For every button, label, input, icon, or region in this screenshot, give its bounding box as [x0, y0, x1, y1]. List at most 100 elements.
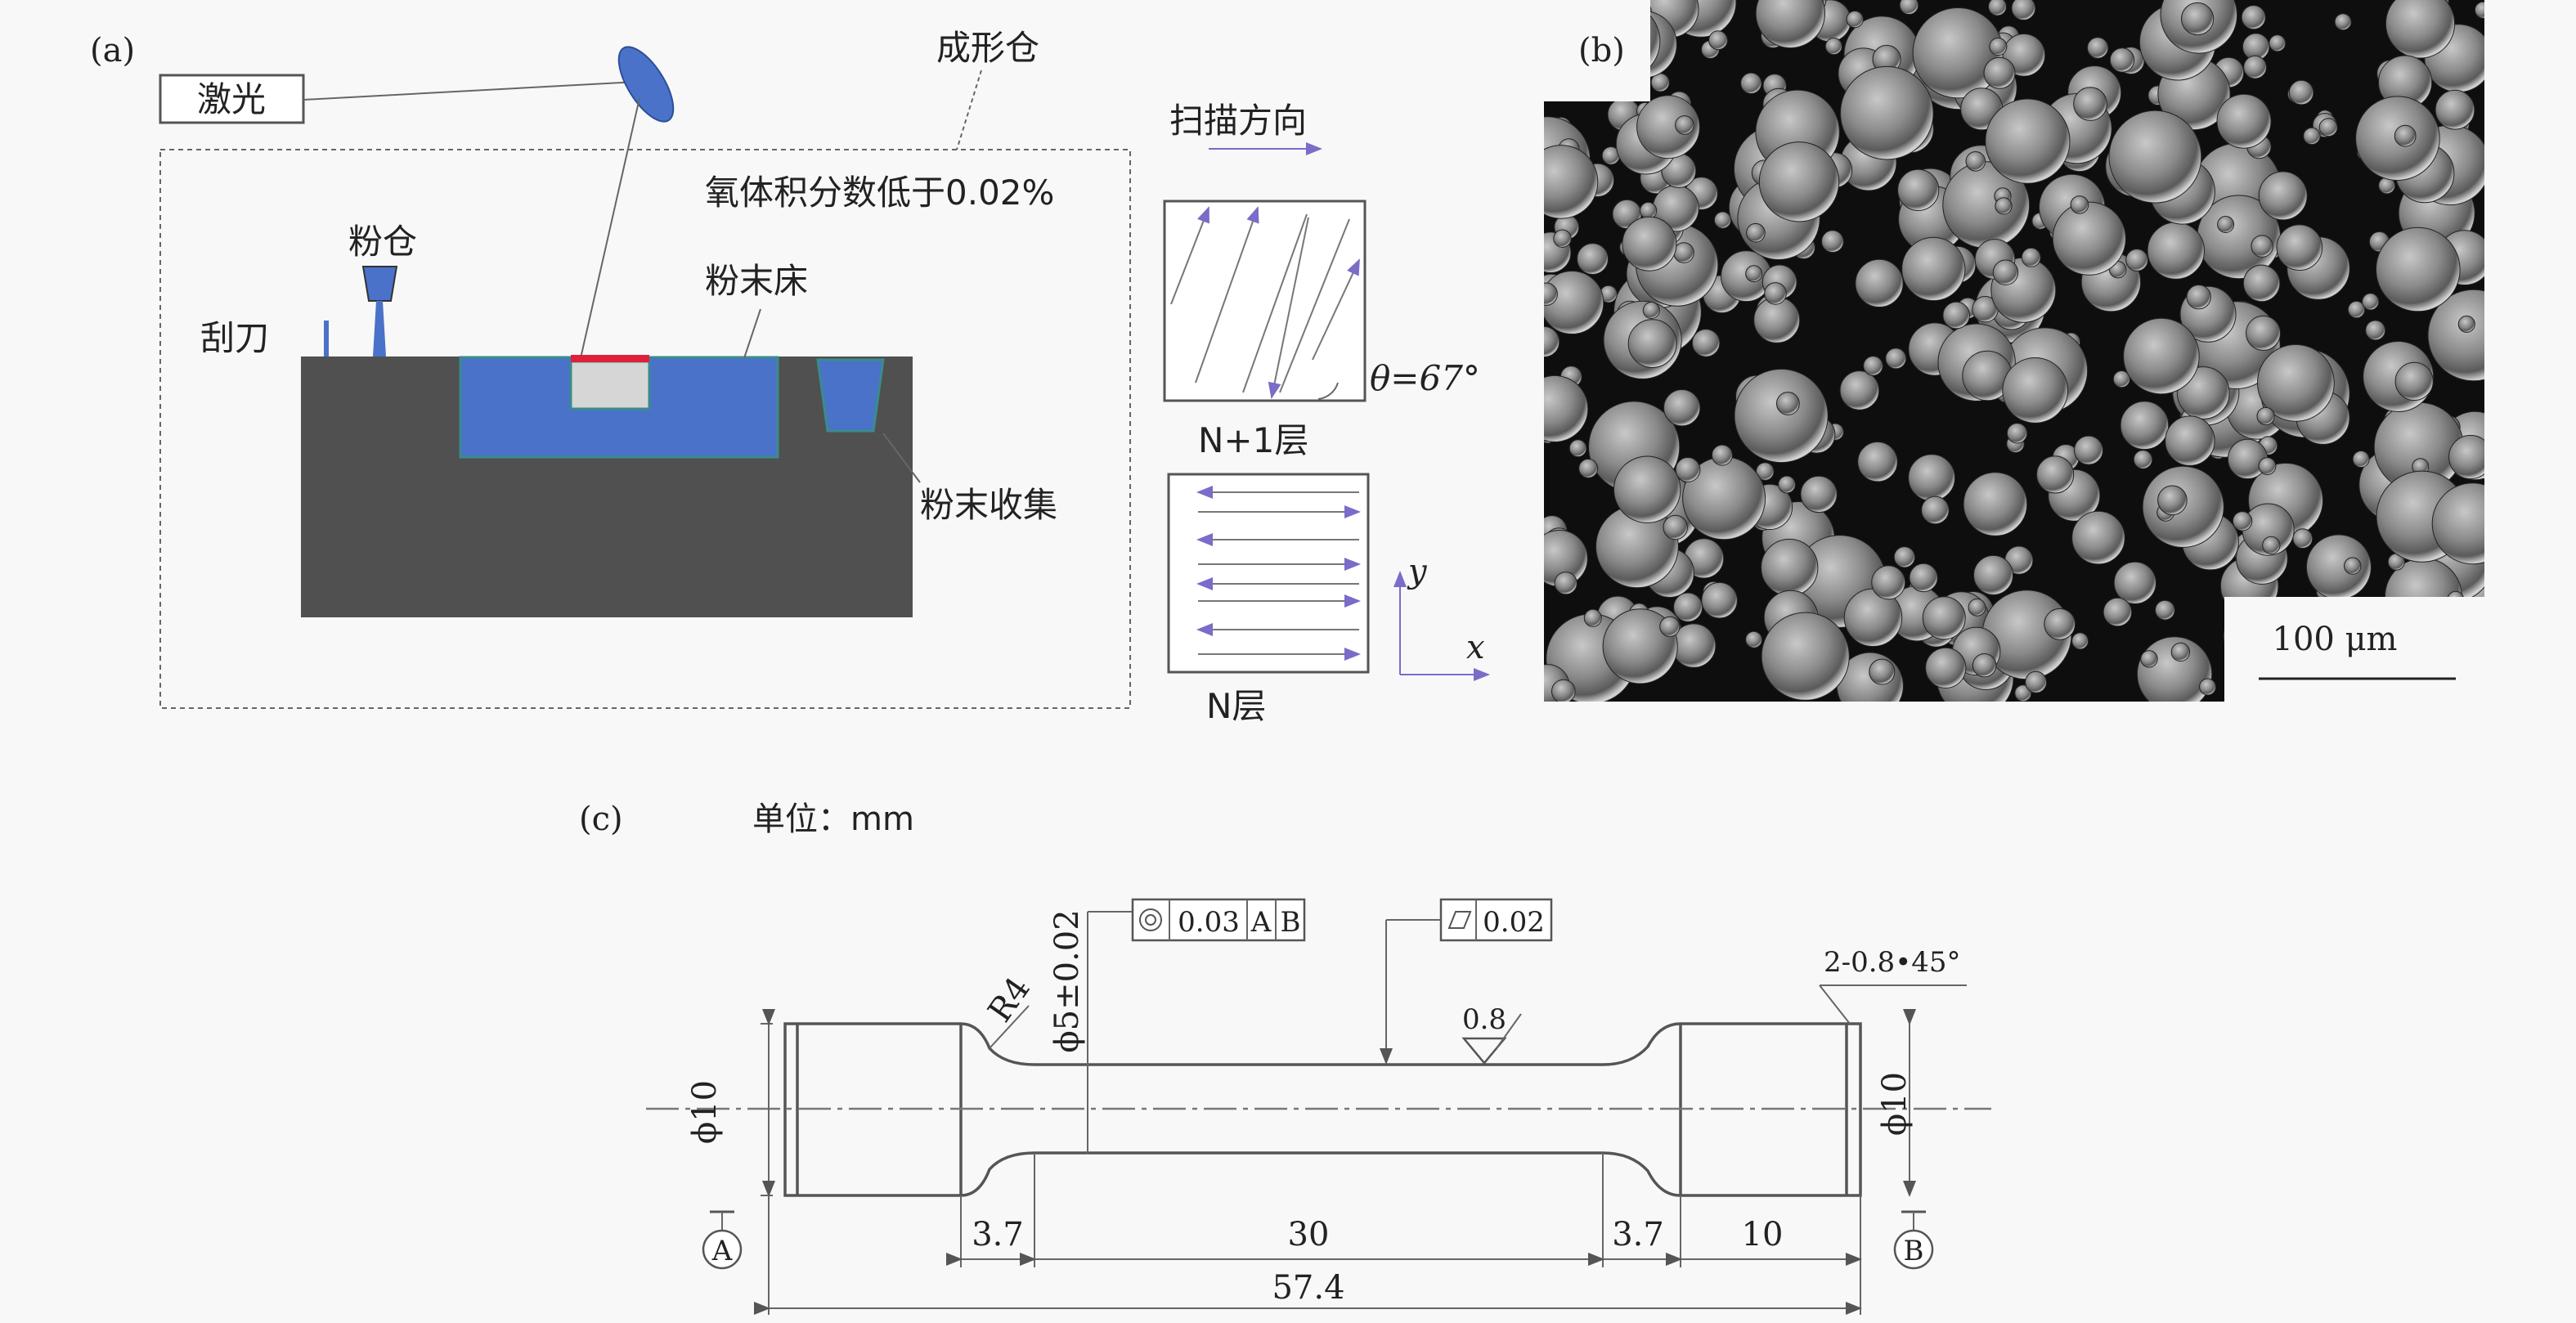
powder-particle	[1675, 457, 1701, 482]
layer-n-hatch	[1196, 486, 1361, 661]
dia-gauge-label: ϕ5±0.02	[1048, 909, 1086, 1052]
powder-bin-nozzle	[373, 301, 386, 357]
layer-n-box	[1167, 473, 1370, 674]
angle-label: θ=67°	[1370, 358, 1480, 398]
powder-particle	[1640, 201, 1658, 220]
powder-particle	[2157, 485, 2188, 516]
powder-particle	[1701, 581, 1738, 619]
powder-particle	[2108, 110, 2202, 204]
dia-left-label: ϕ10	[686, 1080, 724, 1144]
scale-bar-bg	[2224, 597, 2494, 711]
powder-particle	[1673, 242, 1694, 263]
powder-particle	[2087, 37, 2109, 59]
powder-particle	[1973, 554, 2013, 595]
powder-particle	[2394, 124, 2417, 147]
powder-particle	[1642, 302, 1660, 319]
powder-particle	[1734, 368, 1829, 464]
powder-particle	[1544, 325, 1560, 358]
powder-particle	[2318, 118, 2338, 137]
panel-a: (a) 激光 成形仓 氧体积分数低于0.02% 粉仓 刮刀 粉末床 粉末收集 扫…	[90, 28, 1490, 726]
powder-particle	[1995, 197, 2013, 215]
powder-particle	[2292, 528, 2313, 549]
powder-particle	[2025, 670, 2048, 693]
powder-particle	[1663, 389, 1701, 427]
powder-particle	[1544, 145, 1599, 219]
powder-particle	[2256, 406, 2275, 426]
layer-n-label: N层	[1206, 686, 1266, 726]
powder-particle	[2103, 597, 2133, 627]
layer-n1-hatch	[1170, 206, 1360, 399]
powder-particle	[2140, 650, 2158, 668]
powder-particle	[2006, 423, 2028, 444]
powder-bed-label: 粉末床	[705, 261, 808, 301]
powder-particle	[1673, 592, 1703, 622]
powder-particle	[1691, 329, 1721, 357]
layer-n1-label: N+1层	[1198, 420, 1308, 460]
powder-particle	[2227, 438, 2269, 480]
powder-particle	[1899, 0, 1919, 15]
dim-37-right: 3.7	[1612, 1216, 1664, 1253]
powder-particle	[2232, 511, 2253, 531]
powder-particle	[1855, 258, 1904, 307]
powder-particle	[1921, 496, 1950, 525]
roughness-value: 0.8	[1462, 1003, 1506, 1036]
powder-particle	[1554, 572, 1577, 595]
powder-particle	[2071, 510, 2125, 565]
powder-particle	[2165, 415, 2215, 466]
y-axis-label: y	[1407, 553, 1428, 590]
powder-particle	[1740, 72, 1762, 95]
powder-particle	[2052, 201, 2126, 276]
powder-particle	[2216, 93, 2272, 149]
powder-particle	[1602, 608, 1678, 684]
powder-particle	[1613, 455, 1681, 523]
scraper	[324, 321, 329, 357]
powder-particle	[2147, 222, 2206, 280]
dim-total: 57.4	[1272, 1269, 1344, 1307]
powder-particle	[1992, 259, 2019, 285]
powder-particle	[2113, 561, 2156, 604]
powder-particle	[2002, 357, 2069, 424]
powder-particle	[1871, 565, 1906, 600]
powder-particle	[1985, 98, 2071, 184]
powder-particle	[2186, 285, 2211, 310]
datum-a: A	[711, 1235, 733, 1267]
powder-particle	[1778, 475, 1796, 494]
powder-particle	[1746, 222, 1766, 243]
powder-collector	[816, 358, 885, 433]
powder-particle	[2181, 2, 2215, 36]
tol1-value: 0.03	[1178, 906, 1240, 939]
powder-particle	[2070, 195, 2089, 214]
powder-particle	[1885, 348, 1907, 370]
powder-particle	[2021, 247, 2041, 267]
powder-particle	[1583, 608, 1602, 627]
powder-particle	[1968, 598, 1986, 617]
powder-particle	[2112, 370, 2130, 388]
powder-bed-leader	[743, 308, 761, 359]
powder-particle	[2217, 216, 2235, 233]
roughness-symbol	[1461, 1037, 1507, 1065]
laser-label: 激光	[197, 79, 266, 119]
powder-particle	[2431, 482, 2484, 565]
powder-particle	[2073, 87, 2107, 121]
powder-particle	[1988, 0, 2007, 16]
powder-particle	[1965, 151, 1986, 172]
tol1-ref-b: B	[1281, 906, 1301, 939]
powder-particle	[1839, 370, 1880, 410]
powder-particle	[1745, 265, 1763, 283]
powder-particle	[1925, 647, 1967, 688]
chamfer-label: 2-0.8•45°	[1824, 946, 1961, 979]
powder-particle	[1963, 472, 2028, 536]
powder-particle	[2362, 293, 2380, 311]
tolerance-frame-2	[1439, 898, 1553, 942]
powder-particle	[1761, 612, 1850, 701]
powder-particle	[1972, 653, 1997, 678]
powder-particle	[2352, 451, 2370, 468]
powder-particle	[2199, 678, 2217, 696]
chamfer-leader	[1819, 984, 1851, 1025]
powder-particle	[1577, 243, 1609, 276]
powder-particle	[2243, 55, 2268, 79]
powder-particle	[2376, 226, 2461, 312]
powder-particle	[2125, 249, 2149, 271]
powder-particle	[2014, 684, 2032, 702]
powder-particle	[2448, 434, 2484, 480]
